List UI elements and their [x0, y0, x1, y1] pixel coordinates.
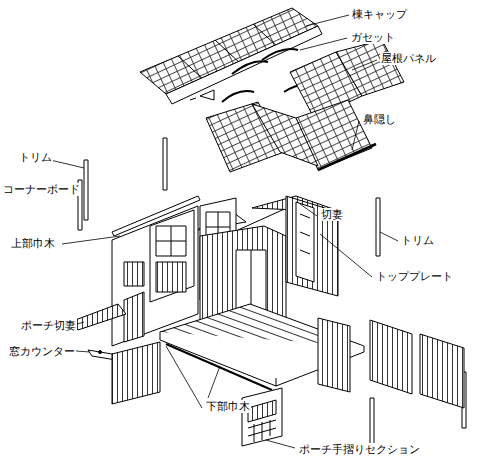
part-label: トリム — [18, 151, 53, 164]
part-label: コーナーボード — [2, 183, 81, 196]
part-label: ポーチ手摺りセクション — [298, 443, 421, 456]
part-label: トッププレート — [375, 270, 454, 283]
part-label: 棟キャップ — [351, 8, 408, 21]
part-label: 切妻 — [320, 208, 344, 221]
part-label: 上部巾木 — [10, 237, 56, 250]
part-label: 窓カウンター — [8, 345, 76, 358]
part-label: 屋根パネル — [380, 52, 437, 65]
part-label: ガセット — [350, 31, 396, 44]
part-label: 鼻隠し — [362, 113, 397, 126]
part-label: トリム — [400, 234, 435, 247]
part-label: 下部巾木 — [205, 400, 251, 413]
part-label: ポーチ切妻 — [20, 319, 77, 332]
